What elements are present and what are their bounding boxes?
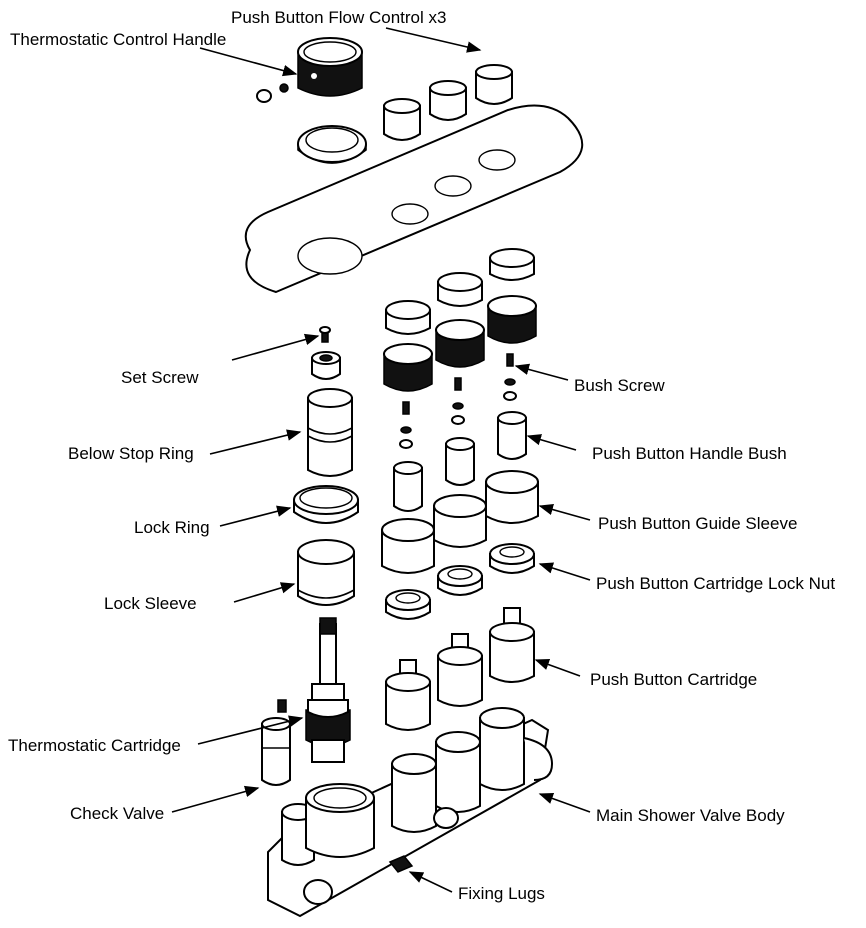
right-sleeve-dark	[487, 295, 537, 344]
middle-top-bush	[385, 300, 431, 335]
flow-control-cap-3	[475, 64, 513, 105]
thermostatic-cartridge-part	[305, 617, 351, 763]
label-fixing-lugs: Fixing Lugs	[458, 884, 545, 903]
label-main-shower-valve-body: Main Shower Valve Body	[596, 806, 785, 825]
arrow-bush-screw	[514, 363, 569, 381]
arrow-push-button-cartridge	[534, 659, 581, 677]
arrow-lock-nut	[538, 562, 591, 581]
handle-grub-screw-part	[256, 83, 289, 103]
arrow-control-handle	[199, 47, 298, 77]
center-bush-screw	[451, 377, 465, 425]
right-handle-bush	[497, 411, 527, 460]
handle-ring-part	[297, 125, 367, 164]
right-push-button-cartridge	[489, 607, 535, 683]
middle-guide-sleeve	[381, 518, 435, 574]
center-guide-sleeve	[433, 494, 487, 548]
arrow-handle-bush	[526, 434, 577, 451]
label-push-button-flow-control: Push Button Flow Control x3	[231, 8, 447, 27]
label-push-button-handle-bush: Push Button Handle Bush	[592, 444, 787, 463]
center-sleeve-dark	[435, 319, 485, 368]
label-thermostatic-control-handle: Thermostatic Control Handle	[10, 30, 227, 49]
label-push-button-cartridge-lock-nut: Push Button Cartridge Lock Nut	[596, 574, 836, 593]
right-bush-screw	[503, 353, 517, 401]
label-check-valve: Check Valve	[70, 804, 165, 823]
label-below-stop-ring: Below Stop Ring	[68, 444, 194, 463]
lock-ring-part	[293, 485, 359, 524]
arrow-thermostatic-cartridge	[197, 715, 304, 745]
check-valve-part	[261, 699, 291, 786]
flow-control-cap-2	[429, 80, 467, 121]
arrow-below-stop-ring	[209, 429, 302, 455]
center-push-button-cartridge	[437, 633, 483, 707]
faceplate-part	[244, 104, 584, 294]
middle-push-button-cartridge	[385, 659, 431, 731]
label-thermostatic-cartridge: Thermostatic Cartridge	[8, 736, 181, 755]
label-lock-ring: Lock Ring	[134, 518, 210, 537]
center-handle-bush	[445, 437, 475, 486]
middle-lock-nut	[385, 589, 431, 620]
thermostatic-control-handle-part	[297, 37, 363, 97]
arrow-set-screw	[231, 333, 320, 361]
leader-arrows	[171, 27, 591, 893]
right-lock-nut	[489, 543, 535, 574]
middle-sleeve-dark	[383, 343, 433, 392]
label-push-button-cartridge: Push Button Cartridge	[590, 670, 758, 689]
middle-bush-screw	[399, 401, 413, 449]
label-set-screw: Set Screw	[121, 368, 199, 387]
arrow-flow-control	[385, 27, 482, 53]
label-push-button-guide-sleeve: Push Button Guide Sleeve	[598, 514, 798, 533]
main-valve-body-part	[267, 707, 554, 918]
flow-control-cap-1	[383, 98, 421, 141]
set-screw-part	[319, 326, 331, 343]
set-screw-collar-part	[311, 351, 341, 380]
below-stop-ring-part	[307, 388, 353, 477]
arrow-check-valve	[171, 785, 260, 813]
right-guide-sleeve	[485, 470, 539, 524]
center-lock-nut	[437, 565, 483, 596]
label-lock-sleeve: Lock Sleeve	[104, 594, 197, 613]
center-top-bush	[437, 272, 483, 307]
label-bush-screw: Bush Screw	[574, 376, 665, 395]
arrow-main-valve-body	[538, 792, 591, 813]
arrow-lock-ring	[219, 505, 292, 527]
lock-sleeve-part	[297, 539, 355, 606]
middle-handle-bush	[393, 461, 423, 512]
arrow-lock-sleeve	[233, 582, 296, 603]
arrow-guide-sleeve	[538, 503, 591, 521]
right-top-bush	[489, 248, 535, 281]
arrow-fixing-lugs	[408, 871, 453, 893]
